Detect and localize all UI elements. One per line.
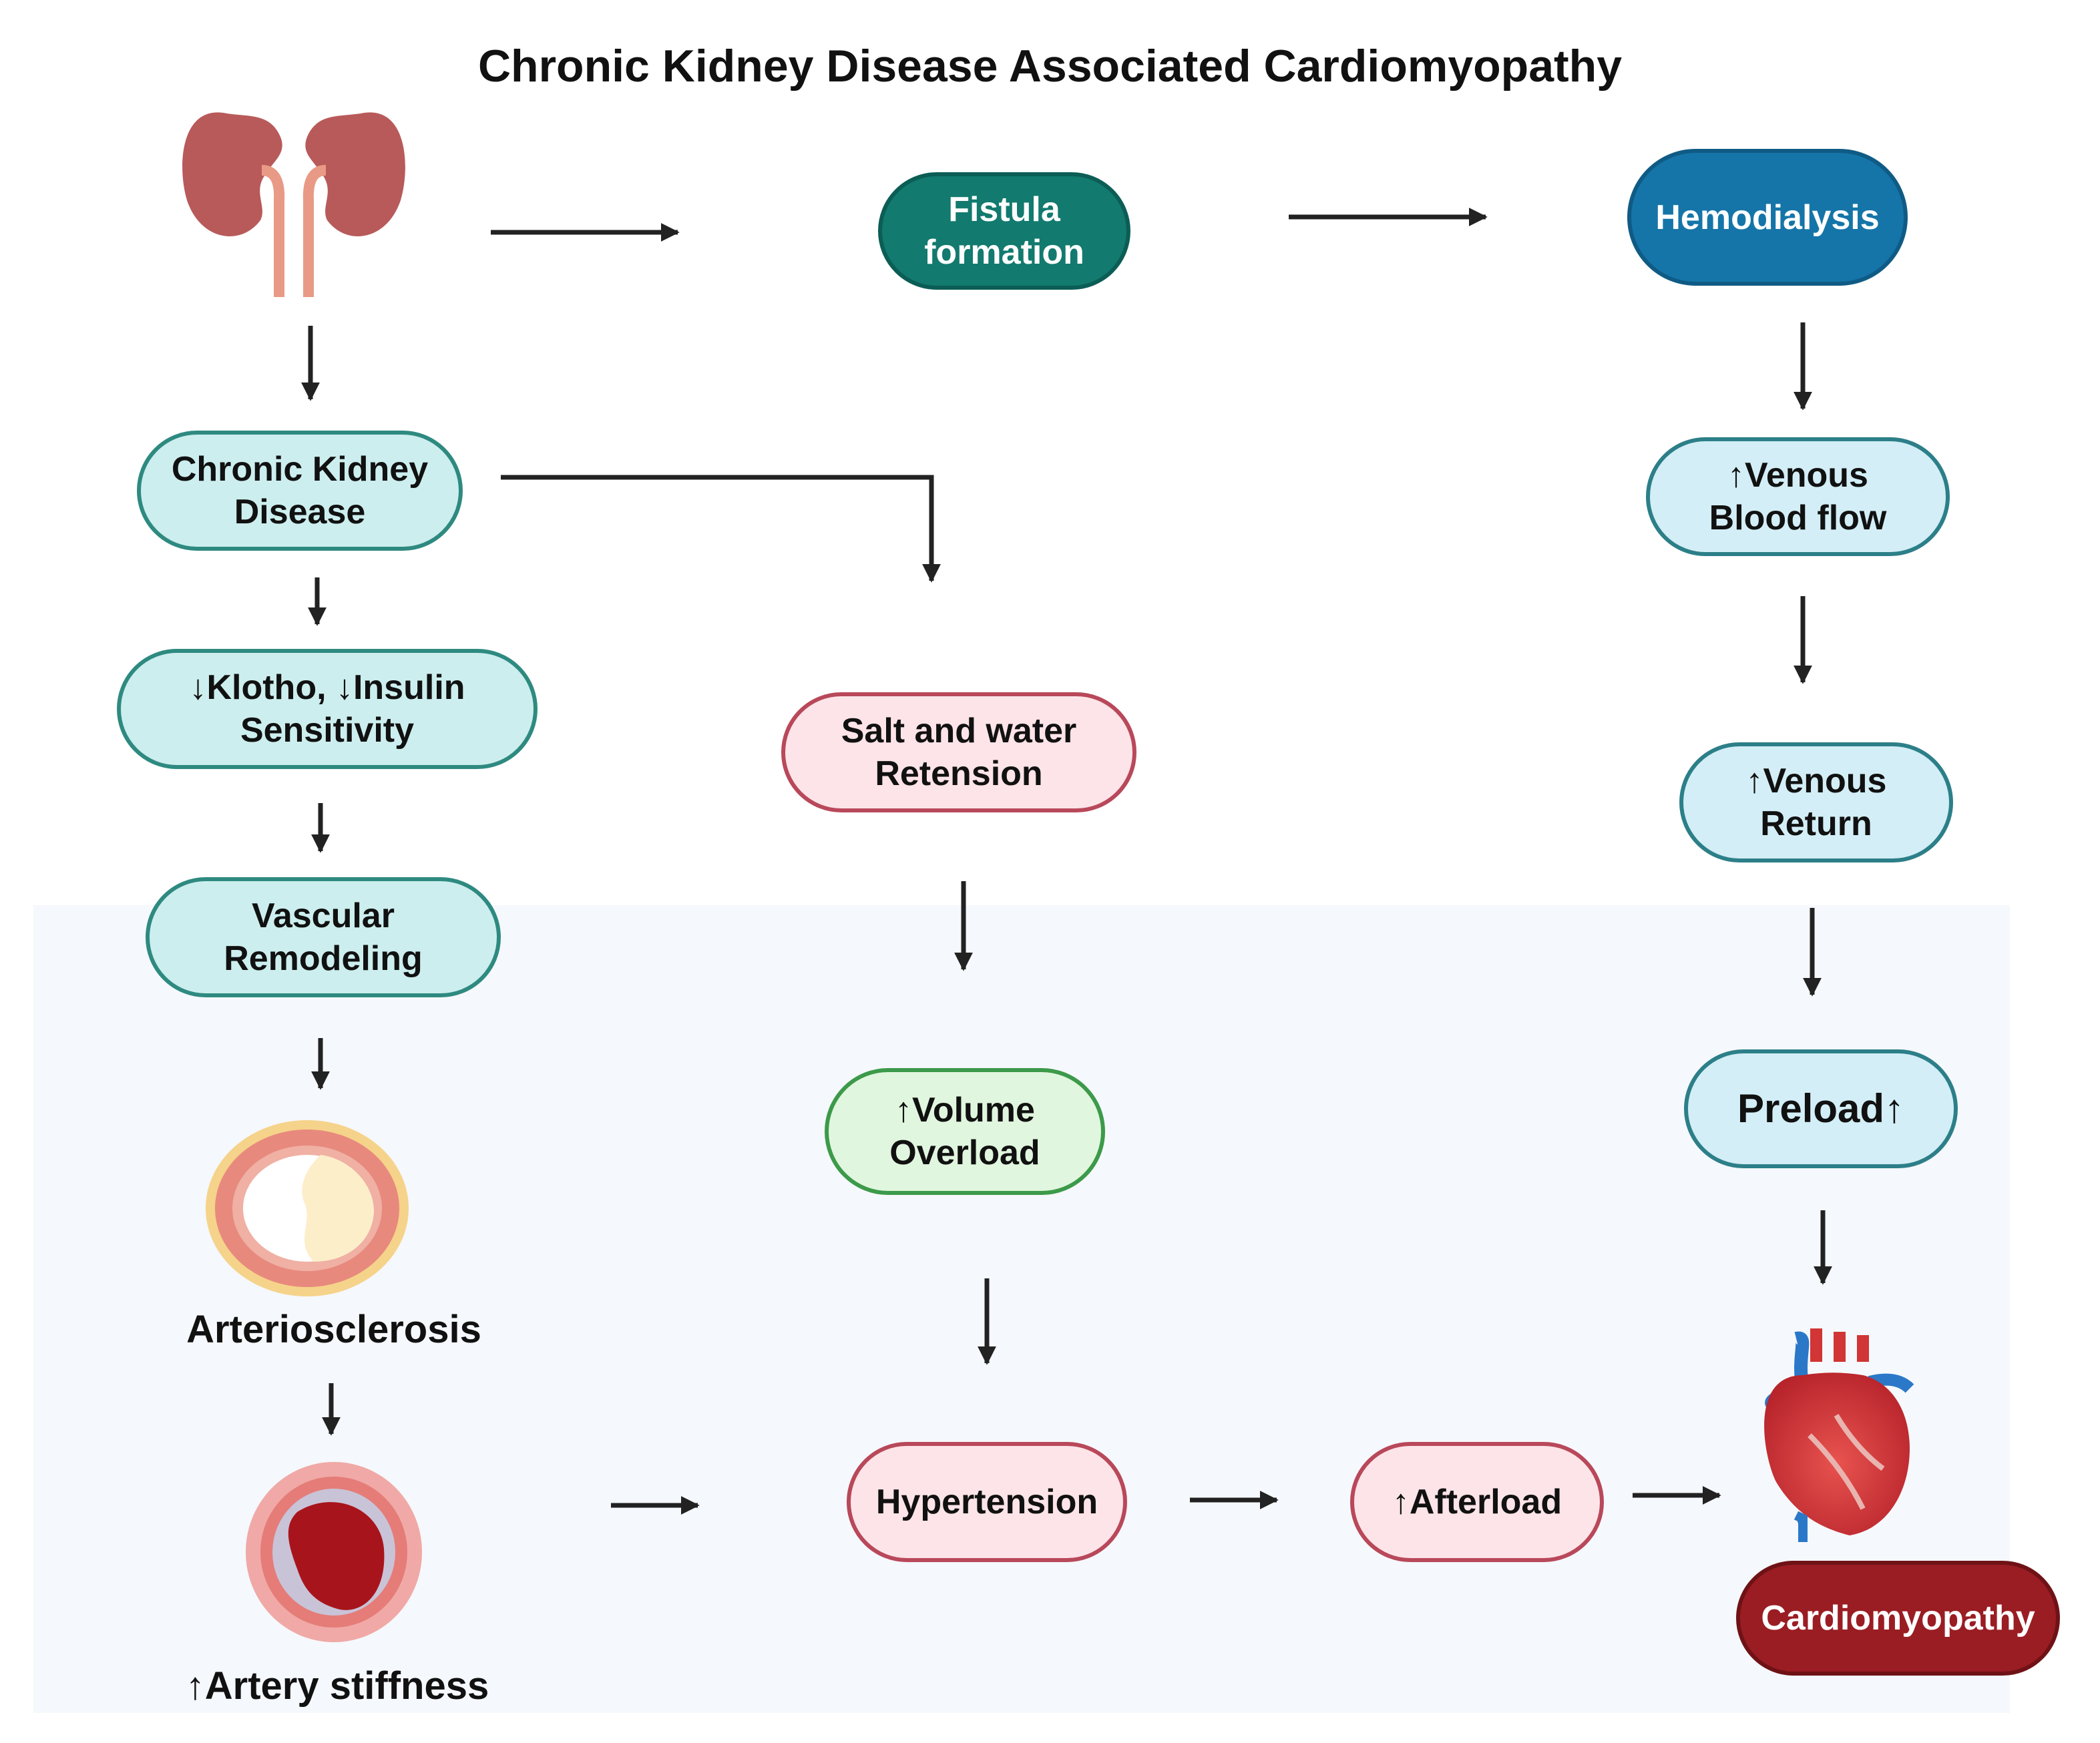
klotho-insulin-node: ↓Klotho, ↓Insulin Sensitivity: [117, 649, 538, 769]
arrow-ckd-to-salt: [501, 475, 941, 583]
salt-water-retention-node: Salt and water Retension: [781, 692, 1136, 812]
diagram-title: Chronic Kidney Disease Associated Cardio…: [477, 41, 1623, 91]
hypertension-node: Hypertension: [847, 1442, 1127, 1562]
preload-node: Preload↑: [1684, 1049, 1958, 1168]
vascular-remodeling-node: Vascular Remodeling: [146, 877, 501, 997]
kidneys-icon: [182, 112, 405, 297]
volume-overload-node: ↑Volume Overload: [825, 1068, 1105, 1195]
cardiomyopathy-node: Cardiomyopathy: [1736, 1561, 2060, 1676]
heart-icon: [1764, 1328, 1914, 1542]
venous-return-node: ↑Venous Return: [1679, 742, 1953, 862]
artery-stiffness-label: ↑Artery stiffness: [185, 1664, 489, 1708]
ckd-node: Chronic Kidney Disease: [137, 431, 463, 551]
fistula-formation-node: Fistula formation: [878, 172, 1130, 290]
arteriosclerosis-label: Arteriosclerosis: [186, 1308, 481, 1351]
hemodialysis-node: Hemodialysis: [1627, 149, 1908, 286]
arteriosclerosis-artery-icon: [206, 1120, 409, 1296]
stiff-artery-icon: [246, 1462, 422, 1642]
venous-blood-flow-node: ↑Venous Blood flow: [1646, 437, 1950, 556]
afterload-node: ↑Afterload: [1350, 1442, 1604, 1562]
